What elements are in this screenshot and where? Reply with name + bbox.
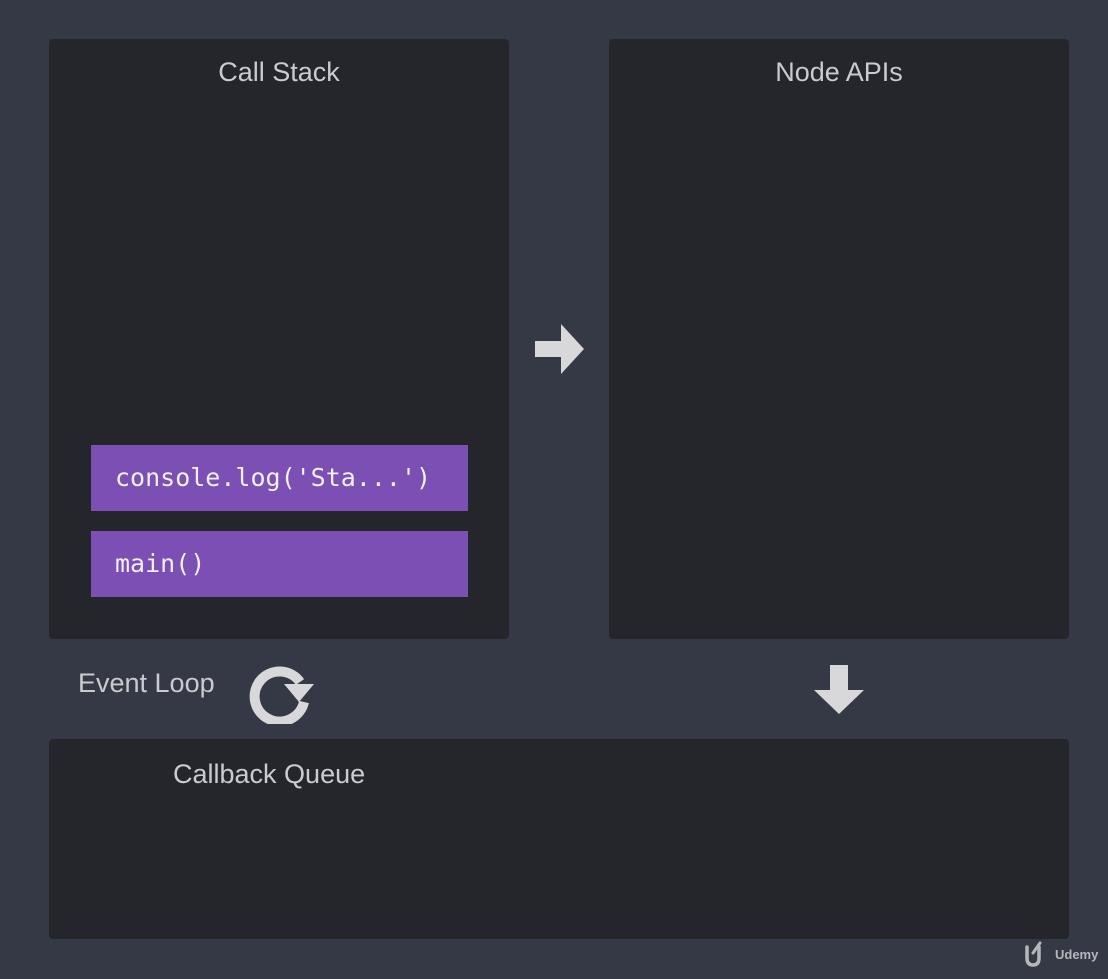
callback-queue-panel: Callback Queue bbox=[49, 739, 1069, 939]
udemy-logo-icon bbox=[1025, 941, 1042, 967]
event-loop-label: Event Loop bbox=[78, 668, 215, 698]
node-apis-title: Node APIs bbox=[775, 57, 903, 87]
callback-queue-title: Callback Queue bbox=[173, 759, 366, 789]
down-arrow-icon bbox=[814, 665, 864, 714]
udemy-logo: Udemy bbox=[1023, 941, 1098, 967]
refresh-icon bbox=[249, 666, 314, 724]
stack-frame-console-log: console.log('Sta...') bbox=[91, 445, 468, 511]
stack-frame-main: main() bbox=[91, 531, 468, 597]
node-apis-panel: Node APIs bbox=[609, 39, 1069, 639]
udemy-text: Udemy bbox=[1055, 946, 1099, 962]
right-arrow-icon bbox=[535, 324, 584, 374]
call-stack-title: Call Stack bbox=[218, 57, 340, 87]
call-stack-panel: Call Stack console.log('Sta...') main() bbox=[49, 39, 509, 639]
